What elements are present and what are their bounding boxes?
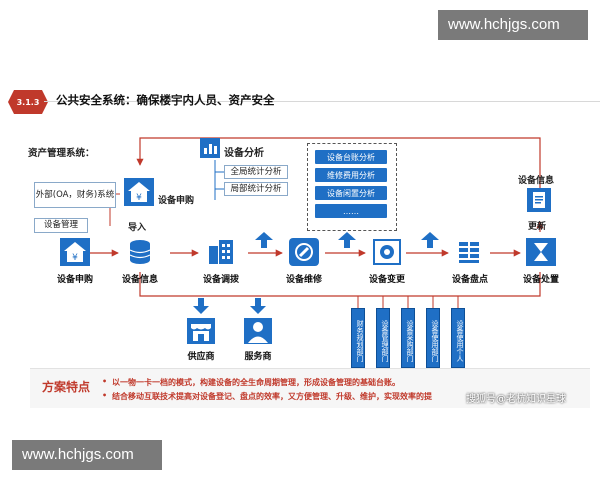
section-badge: 3.1.3 [8, 90, 48, 114]
node-purchase: 设备申购 [56, 275, 93, 285]
node-maintenance: 设备维修 [285, 275, 322, 285]
update-label: 更新 [528, 222, 547, 232]
purchase-label-top: 设备申购 [158, 196, 195, 206]
hourglass-icon [526, 238, 556, 266]
service-provider-label: 服务商 [244, 352, 272, 362]
maintenance-cost-button: 维修费用分析 [315, 168, 387, 182]
bar-chart-icon [200, 138, 220, 158]
page-title: 公共安全系统：确保楼宇内人员、资产安全 [56, 93, 275, 107]
idle-device-button: 设备闲置分析 [315, 186, 387, 200]
watermark-bottom: www.hchjgs.com [12, 440, 162, 470]
ledger-analysis-button: 设备台账分析 [315, 150, 387, 164]
building-icon [209, 240, 233, 264]
up-arrow-icon [421, 232, 439, 248]
up-arrow-icon [255, 232, 273, 248]
import-label: 导入 [128, 223, 147, 233]
supplier-label: 供应商 [187, 352, 215, 362]
gear-icon [373, 239, 401, 265]
inventory-icon [459, 242, 479, 263]
node-allocation: 设备调拨 [202, 275, 239, 285]
section-number: 3.1.3 [17, 98, 40, 107]
dept-column: 财务规划部门 [351, 308, 365, 368]
dept-column: 设备采购部门 [401, 308, 415, 368]
shop-icon [187, 318, 215, 344]
svg-text:¥: ¥ [72, 253, 78, 263]
node-change: 设备变更 [368, 275, 405, 285]
more-items-button: …… [315, 204, 387, 218]
node-disposal: 设备处置 [522, 275, 559, 285]
node-info: 设备信息 [121, 275, 158, 285]
node-inventory: 设备盘点 [451, 275, 488, 285]
features-title: 方案特点 [42, 380, 91, 394]
device-management-box: 设备管理 [34, 218, 88, 233]
person-icon [244, 318, 272, 344]
header-rule [44, 101, 600, 102]
dept-column: 设备使用个人 [451, 308, 465, 368]
source-credit: 搜狐号@老杭知识星球 [466, 394, 566, 405]
feature-item: 以一物一卡一档的模式，构建设备的全生命周期管理，形成设备管理的基础台账。 [102, 377, 400, 388]
up-arrow-icon [338, 232, 356, 248]
dept-column: 设备使用部门 [426, 308, 440, 368]
global-stats-box: 全局统计分析 [224, 165, 288, 179]
info-label-top: 设备信息 [518, 176, 555, 186]
wrench-icon [289, 238, 319, 266]
database-icon [129, 240, 151, 264]
system-label: 资产管理系统： [28, 148, 95, 159]
document-icon [527, 188, 551, 212]
down-arrow-icon [193, 298, 209, 314]
dept-column: 设备管理部门 [376, 308, 390, 368]
feature-item: 结合移动互联技术提高对设备登记、盘点的效率，又方便管理、升级、维护，实现效率的提 [102, 391, 432, 402]
down-arrow-icon [250, 298, 266, 314]
watermark-top: www.hchjgs.com [438, 10, 588, 40]
house-yen-icon: ¥ [124, 178, 154, 206]
analysis-dashed-group [307, 143, 397, 231]
analysis-title: 设备分析 [224, 148, 264, 159]
svg-text:¥: ¥ [136, 193, 142, 203]
house-yen-icon: ¥ [60, 238, 90, 266]
local-stats-box: 局部统计分析 [224, 182, 288, 196]
external-system-box: 外部(OA，财务)系统 [34, 182, 116, 208]
